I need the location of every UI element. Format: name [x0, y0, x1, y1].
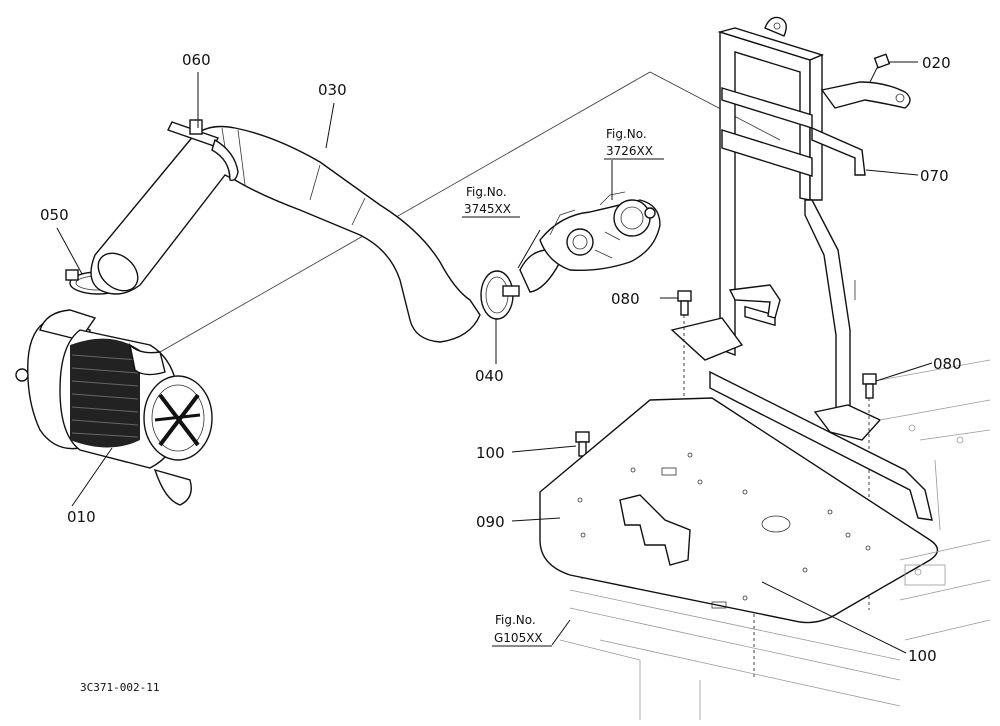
label-080-upper: 080 [611, 290, 640, 308]
fig-ref-3726-line2: 3726XX [606, 144, 653, 158]
fig-ref-g105-line2: G105XX [494, 631, 543, 645]
hose-clamp-040-drawing [480, 270, 520, 320]
mounting-plate-drawing [539, 370, 939, 624]
label-060: 060 [182, 51, 211, 69]
fig-ref-g105[interactable]: Fig.No. G105XX [492, 613, 552, 647]
label-040: 040 [475, 367, 504, 385]
leader-lines [56, 61, 933, 654]
turbo-assembly-drawing [519, 191, 661, 293]
intake-hose-drawing [90, 125, 481, 343]
fig-ref-3726[interactable]: Fig.No. 3726XX [604, 127, 664, 160]
label-080-lower: 080 [933, 355, 962, 373]
filter-ribs [70, 338, 140, 448]
drawing-number: 3C371-002-11 [80, 681, 159, 694]
fig-ref-3745-line1: Fig.No. [466, 185, 507, 199]
label-010: 010 [67, 508, 96, 526]
label-030: 030 [318, 81, 347, 99]
label-100-left: 100 [476, 444, 505, 462]
label-020: 020 [922, 54, 951, 72]
bolt-020-drawing [869, 53, 891, 83]
label-070: 070 [920, 167, 949, 185]
fig-ref-3726-line1: Fig.No. [606, 127, 647, 141]
label-090: 090 [476, 513, 505, 531]
cable-tie-drawing [167, 119, 239, 182]
air-cleaner-drawing [15, 71, 781, 506]
label-050: 050 [40, 206, 69, 224]
mount-frame-drawing [670, 16, 911, 441]
fig-ref-3745[interactable]: Fig.No. 3745XX [462, 185, 520, 218]
chassis-drawing [559, 359, 991, 720]
label-100-right: 100 [908, 647, 937, 665]
fig-ref-3745-line2: 3745XX [464, 202, 511, 216]
fig-ref-g105-line1: Fig.No. [495, 613, 536, 627]
